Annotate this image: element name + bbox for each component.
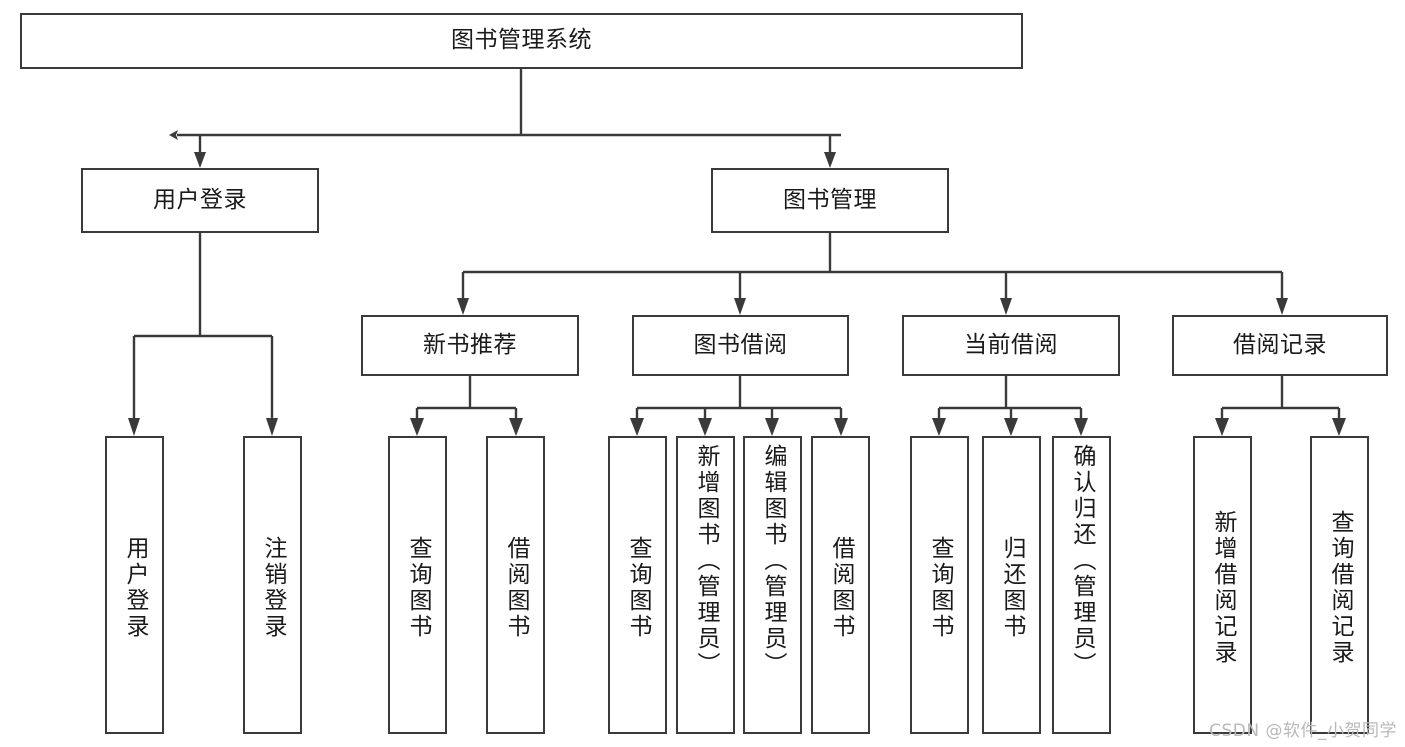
node-label: 查询图书 [625,536,651,640]
node-leaf-user-login[interactable]: 用户登录 [105,436,164,734]
node-leaf-add-record[interactable]: 新增借阅记录 [1193,436,1252,734]
node-label: 注销登录 [260,536,286,640]
node-leaf-confirm-return[interactable]: 确认归还（管理员） [1052,436,1111,734]
node-leaf-borrow-book[interactable]: 借阅图书 [811,436,870,734]
node-label: 图书管理系统 [451,27,592,54]
node-label: 确认归还（管理员） [1069,444,1095,678]
node-label: 归还图书 [999,536,1025,640]
node-label: 当前借阅 [964,331,1058,358]
edge-book-borrow-to-leaves [630,376,848,436]
node-new-book-recommend[interactable]: 新书推荐 [361,315,579,376]
node-label: 图书管理 [783,186,877,213]
node-book-management[interactable]: 图书管理 [711,168,949,233]
edge-borrow-record-to-leaves [1215,376,1346,436]
node-book-borrow[interactable]: 图书借阅 [632,315,849,376]
edge-book-management-to-level3 [457,233,1288,315]
node-leaf-edit-book[interactable]: 编辑图书（管理员） [743,436,802,734]
node-label: 图书借阅 [693,331,788,358]
node-label: 借阅图书 [828,536,854,640]
node-leaf-logout[interactable]: 注销登录 [243,436,302,734]
node-current-borrow[interactable]: 当前借阅 [902,315,1120,376]
node-label: 用户登录 [153,186,247,213]
node-label: 用户登录 [122,536,148,640]
node-label: 查询图书 [405,536,431,640]
node-label: 借阅记录 [1233,331,1327,358]
edge-root-to-level2 [169,69,841,168]
node-leaf-return-book[interactable]: 归还图书 [982,436,1041,734]
node-label: 查询图书 [927,536,953,640]
node-borrow-record[interactable]: 借阅记录 [1172,315,1388,376]
csdn-watermark: CSDN @软件_小贺同学 [1209,721,1397,741]
node-label: 新增借阅记录 [1210,510,1236,666]
node-label: 借阅图书 [503,536,529,640]
node-leaf-query-book-current[interactable]: 查询图书 [910,436,969,734]
node-label: 新增图书（管理员） [693,444,719,678]
edge-current-borrow-to-leaves [932,376,1088,436]
node-leaf-borrow-book-recommend[interactable]: 借阅图书 [486,436,545,734]
node-leaf-add-book[interactable]: 新增图书（管理员） [676,436,735,734]
node-root-system[interactable]: 图书管理系统 [20,13,1023,69]
edge-user-login-to-leaves [128,233,278,436]
node-leaf-query-book-recommend[interactable]: 查询图书 [388,436,447,734]
node-label: 编辑图书（管理员） [760,444,786,678]
node-leaf-query-record[interactable]: 查询借阅记录 [1310,436,1369,734]
edge-new-book-recommend-to-leaves [410,376,523,436]
node-label: 新书推荐 [423,331,517,358]
node-user-login[interactable]: 用户登录 [81,168,319,233]
node-label: 查询借阅记录 [1327,510,1353,666]
node-leaf-query-book-borrow[interactable]: 查询图书 [608,436,667,734]
